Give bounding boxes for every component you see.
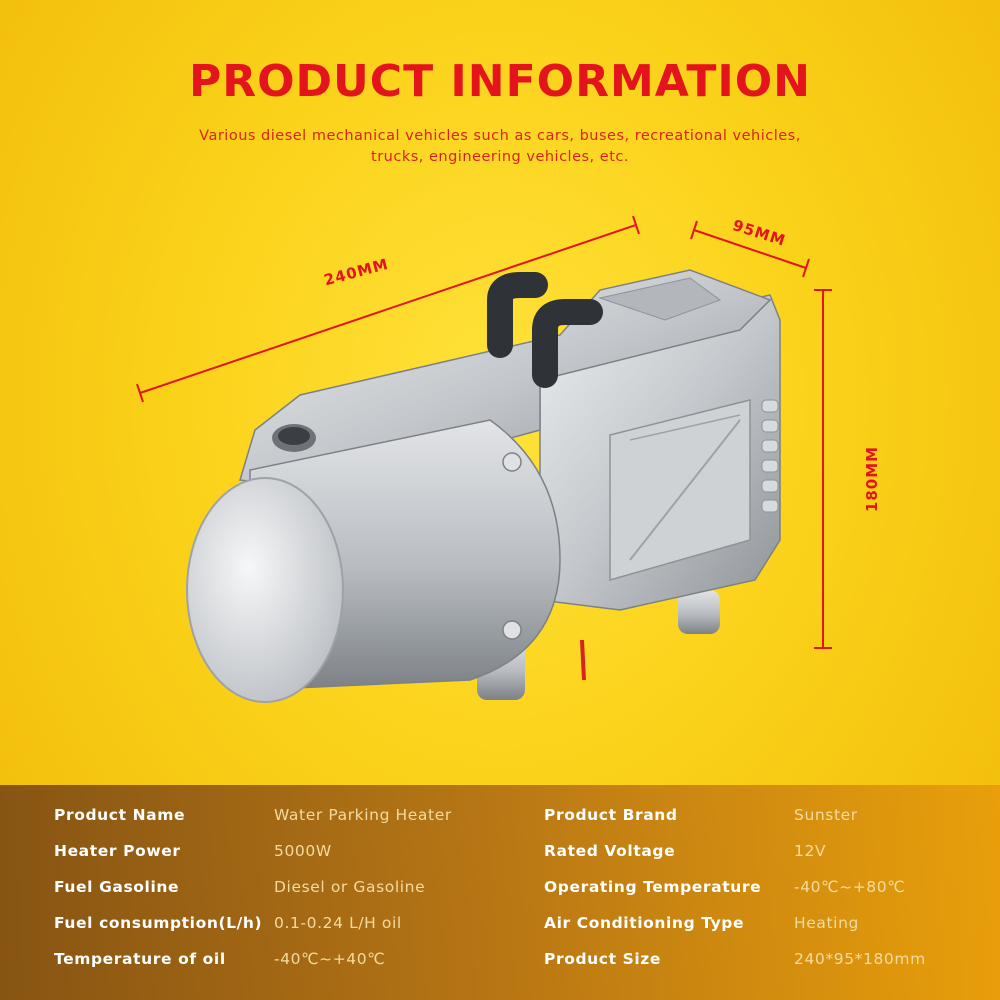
spec-row: Product Size <box>544 950 661 974</box>
page-subtitle: Various diesel mechanical vehicles such … <box>150 126 850 168</box>
subtitle-line-2: trucks, engineering vehicles, etc. <box>371 149 629 165</box>
spec-value: 12V <box>794 842 827 860</box>
spec-row: Product Name <box>54 806 185 830</box>
spec-value: Heating <box>794 914 859 932</box>
spec-row: Sunster <box>794 806 858 830</box>
spec-row: -40℃~+40℃ <box>274 950 385 974</box>
spec-row: Operating Temperature <box>544 878 761 902</box>
spec-value: 5000W <box>274 842 332 860</box>
spec-row: Rated Voltage <box>544 842 675 866</box>
spec-row: Product Brand <box>544 806 678 830</box>
spec-row: Water Parking Heater <box>274 806 452 830</box>
product-illustration <box>136 215 832 703</box>
dimension-line-length <box>136 215 640 403</box>
spec-value: 240*95*180mm <box>794 950 926 968</box>
spec-row: 240*95*180mm <box>794 950 926 974</box>
spec-label: Operating Temperature <box>544 878 762 896</box>
spec-table: Product Name Water Parking Heater Heater… <box>0 785 1000 1000</box>
height-dimension-label: 180MM <box>863 445 881 513</box>
spec-row: Heating <box>794 914 859 938</box>
spec-label: Product Name <box>54 806 186 824</box>
spec-row: Fuel Gasoline <box>54 878 179 902</box>
spec-value: Sunster <box>794 806 858 824</box>
spec-label: Rated Voltage <box>544 842 676 860</box>
spec-value: -40℃~+80℃ <box>794 878 906 896</box>
spec-value: 0.1-0.24 L/H oil <box>274 914 402 932</box>
spec-label: Air Conditioning Type <box>544 914 745 932</box>
spec-row: 12V <box>794 842 826 866</box>
spec-row: 0.1-0.24 L/H oil <box>274 914 402 938</box>
spec-row: Heater Power <box>54 842 181 866</box>
subtitle-line-1: Various diesel mechanical vehicles such … <box>199 128 801 144</box>
spec-label: Fuel consumption(L/h) <box>54 914 263 932</box>
spec-label: Product Brand <box>544 806 678 824</box>
spec-row: Diesel or Gasoline <box>274 878 425 902</box>
hose-pipes <box>487 272 603 388</box>
spec-value: Diesel or Gasoline <box>274 878 426 896</box>
spec-row: Air Conditioning Type <box>544 914 744 938</box>
spec-row: -40℃~+80℃ <box>794 878 905 902</box>
spec-value: Water Parking Heater <box>274 806 452 824</box>
spec-row: 5000W <box>274 842 332 866</box>
page-title: PRODUCT INFORMATION <box>189 56 811 107</box>
dimension-line-width <box>690 220 810 278</box>
dimension-line-height <box>814 289 832 649</box>
spec-label: Product Size <box>544 950 661 968</box>
spec-value: -40℃~+40℃ <box>274 950 386 968</box>
heater-body <box>186 269 781 703</box>
spec-label: Fuel Gasoline <box>54 878 180 896</box>
spec-row: Temperature of oil <box>54 950 226 974</box>
spec-row: Fuel consumption(L/h) <box>54 914 262 938</box>
spec-label: Heater Power <box>54 842 181 860</box>
spec-label: Temperature of oil <box>54 950 226 968</box>
